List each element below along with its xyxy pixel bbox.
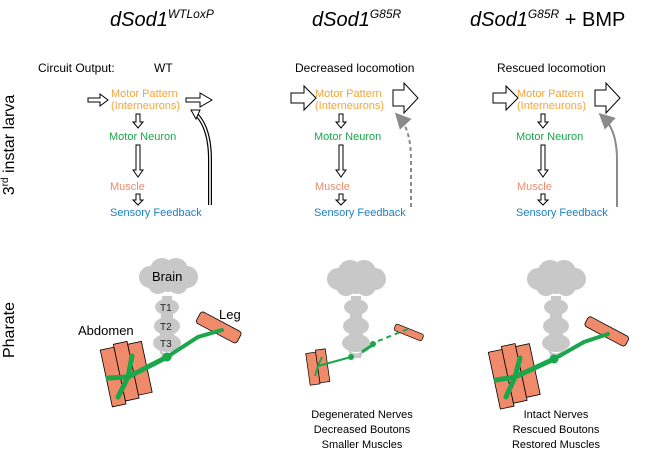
output-arrow [185, 92, 213, 108]
motor-pattern-label: Motor Pattern [111, 88, 178, 100]
down-arrow-interneuron [334, 113, 348, 129]
input-arrow [87, 93, 109, 107]
nerve-leg [552, 332, 610, 361]
motor-pattern-label: Motor Pattern [517, 88, 584, 100]
output-decreased: Decreased locomotion [295, 61, 414, 75]
input-arrow [492, 84, 519, 112]
circuit-g85r: Motor Pattern (Interneurons) Motor Neuro… [290, 81, 419, 219]
t1-label: T1 [160, 303, 172, 314]
captions-mutant: Degenerated Nerves Decreased Boutons Sma… [311, 409, 413, 451]
caption-line: Smaller Muscles [322, 439, 403, 451]
output-wt: WT [154, 61, 173, 75]
pharate-g85r [305, 260, 424, 386]
down-arrow-muscle [536, 193, 550, 206]
nerve-abdomen-degenerated [314, 356, 352, 377]
caption-line: Degenerated Nerves [311, 409, 413, 421]
column-title-g85r: dSod1G85R [312, 7, 402, 31]
caption-line: Decreased Boutons [314, 424, 411, 436]
interneurons-label: (Interneurons) [111, 100, 180, 112]
nerve-abdomen [493, 355, 557, 400]
pharate-wt: Brain T1 T2 T3 Leg Abdomen [78, 258, 242, 408]
sensory-feedback-label: Sensory Feedback [516, 207, 608, 219]
output-arrow [594, 81, 621, 115]
down-arrow-motor-neuron [537, 144, 549, 178]
output-rescued: Rescued locomotion [497, 61, 606, 75]
motor-neuron-label: Motor Neuron [314, 131, 381, 143]
down-arrow-interneuron [536, 113, 550, 129]
interneurons-label: (Interneurons) [315, 100, 384, 112]
down-arrow-interneuron [131, 113, 145, 129]
down-arrow-motor-neuron [132, 144, 144, 178]
thorax-t2 [154, 317, 180, 335]
leg-label: Leg [219, 307, 241, 322]
sensory-feedback-label: Sensory Feedback [314, 207, 406, 219]
column-title-wt: dSod1WTLoxP [110, 7, 214, 31]
caption-line: Intact Nerves [524, 409, 589, 421]
leg-muscle [584, 316, 629, 347]
muscle-label: Muscle [517, 181, 552, 193]
nerve-leg [165, 328, 224, 359]
brain [527, 260, 586, 296]
caption-line: Rescued Boutons [513, 424, 600, 436]
feedback-arrow-restored [598, 112, 618, 207]
down-arrow-muscle [334, 193, 348, 206]
circuit-g85r-bmp: Motor Pattern (Interneurons) Motor Neuro… [492, 81, 621, 219]
brain-label: Brain [152, 269, 182, 284]
thorax-t3 [153, 334, 181, 352]
row-label-larva: 3rd instar larva [0, 95, 18, 196]
down-arrow-motor-neuron [335, 144, 347, 178]
interneurons-label: (Interneurons) [517, 100, 586, 112]
sensory-feedback-label: Sensory Feedback [110, 207, 202, 219]
t2-label: T2 [160, 322, 172, 333]
pharate-g85r-bmp [487, 260, 629, 410]
feedback-arrow-weak [394, 112, 412, 207]
circuit-wt: Motor Pattern (Interneurons) Motor Neuro… [87, 88, 213, 219]
column-title-g85r-bmp: dSod1G85R + BMP [470, 7, 625, 31]
caption-line: Restored Muscles [512, 439, 601, 451]
t3-label: T3 [160, 339, 172, 350]
thorax-t1 [155, 299, 179, 315]
down-arrow-muscle [131, 193, 145, 206]
input-arrow [290, 84, 317, 112]
motor-pattern-label: Motor Pattern [315, 88, 382, 100]
nerve-root [162, 352, 172, 362]
feedback-arrow [194, 112, 212, 205]
circuit-output-label: Circuit Output: [38, 61, 115, 75]
brain [327, 260, 386, 296]
motor-neuron-label: Motor Neuron [516, 131, 583, 143]
abdomen-label: Abdomen [78, 323, 134, 338]
motor-neuron-label: Motor Neuron [109, 131, 176, 143]
muscle-label: Muscle [110, 181, 145, 193]
nerve-abdomen [105, 353, 170, 400]
leg-muscle-small [393, 323, 424, 342]
output-arrow [392, 81, 419, 115]
row-label-pharate: Pharate [1, 302, 18, 358]
muscle-label: Muscle [315, 181, 350, 193]
captions-rescue: Intact Nerves Rescued Boutons Restored M… [512, 409, 601, 451]
